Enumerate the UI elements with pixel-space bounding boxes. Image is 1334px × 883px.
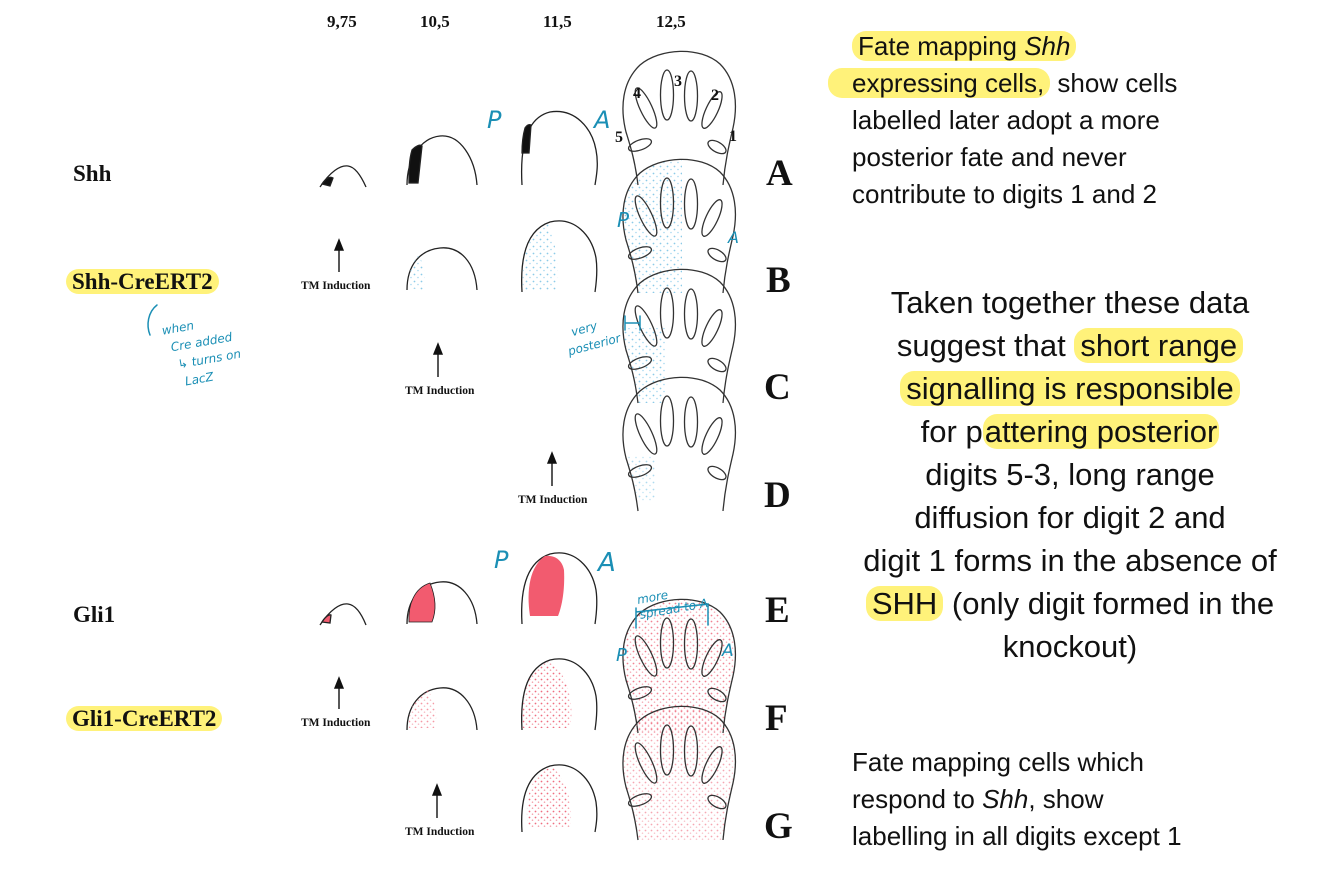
glicre-g-11-5-bud (521, 764, 598, 833)
glicre-f-11-5-bud (521, 658, 598, 731)
tm-induction-label-f: TM Induction (301, 717, 371, 729)
tm-induction-label-b: TM Induction (301, 280, 371, 292)
row-letter-c: C (764, 367, 791, 408)
hand-a-row-b: A (728, 228, 739, 247)
tm-induction-label-g: TM Induction (405, 826, 475, 838)
stage-header-11-5: 11,5 (543, 12, 572, 31)
stage-header-9-75: 9,75 (327, 12, 357, 31)
digit-number-1: 1 (729, 128, 737, 145)
gene-label-shh: Shh (73, 161, 112, 186)
note-shh-fate-mapping: Fate mapping Shh expressing cells, show … (828, 28, 1322, 213)
hand-a-row-e: A (598, 548, 616, 578)
gli1-stage-11-5-bud (521, 552, 598, 625)
hand-note-when-cre: when Cre added ↳ turns on LacZ (160, 318, 242, 389)
glicre-g-12-5-hand (622, 705, 737, 841)
gli1-stage-9-75-bud (319, 603, 367, 626)
stage-header-10-5: 10,5 (420, 12, 450, 31)
hand-p-row-e: P (494, 546, 509, 574)
hand-p-row-b: P (617, 208, 630, 232)
row-letter-f: F (765, 698, 788, 739)
hand-p-row-f: P (616, 645, 627, 666)
glicre-f-10-5-bud (406, 687, 478, 731)
tm-induction-label-d: TM Induction (518, 494, 588, 506)
hand-p-row-a: P (487, 106, 502, 134)
row-letter-g: G (764, 806, 793, 847)
hand-a-row-a: A (594, 106, 611, 134)
gene-label-gli1: Gli1 (73, 602, 116, 627)
shhcre-b-10-5-bud (406, 247, 478, 291)
note-summary: Taken together these data suggest that s… (863, 285, 1277, 664)
gli1-stage-10-5-bud (406, 581, 478, 625)
shhcre-b-11-5-bud (521, 220, 598, 293)
note-gli1-fate-mapping: Fate mapping cells which respond to Shh,… (852, 747, 1182, 851)
row-letter-b: B (766, 260, 791, 301)
stage-header-12-5: 12,5 (656, 12, 686, 31)
shh-stage-11-5-bud (520, 110, 598, 186)
tm-arrows (333, 238, 558, 818)
shh-stage-10-5-bud (406, 135, 478, 186)
hand-a-row-f: A (722, 641, 734, 661)
row-letter-a: A (766, 153, 793, 194)
row-letter-e: E (765, 590, 790, 631)
shhcre-b-12-5-hand (622, 158, 737, 294)
gene-label-gli1-creert2: Gli1-CreERT2 (66, 706, 223, 732)
digit-number-3: 3 (674, 73, 682, 90)
tm-induction-label-c: TM Induction (405, 385, 475, 397)
digit-number-4: 4 (633, 85, 641, 102)
digit-number-5: 5 (615, 129, 623, 146)
row-letter-d: D (764, 475, 791, 516)
hand-strokes (147, 304, 709, 629)
digit-number-2: 2 (711, 87, 719, 104)
shh-stage-9-75-bud (319, 165, 367, 188)
gene-label-shh-creert2: Shh-CreERT2 (66, 269, 219, 295)
